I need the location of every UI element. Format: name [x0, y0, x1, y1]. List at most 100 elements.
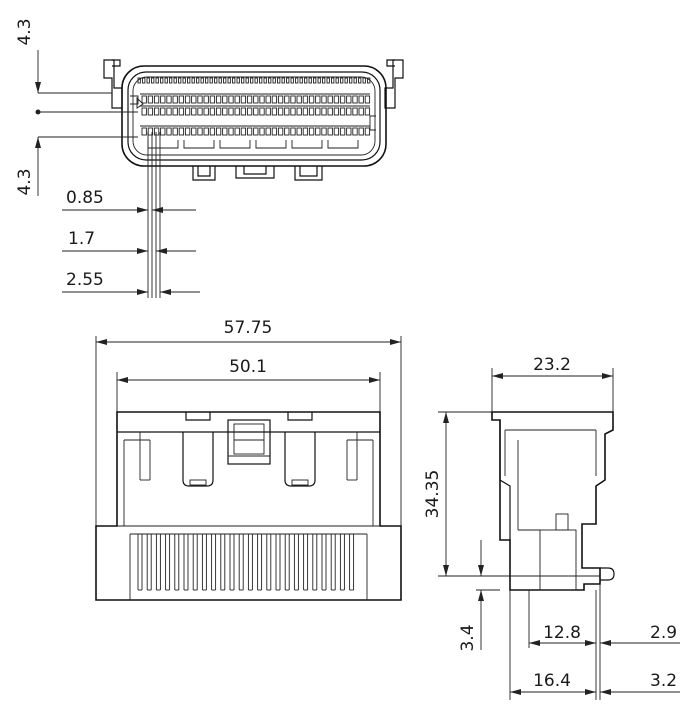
pin-cavity	[203, 95, 209, 104]
tooth	[299, 77, 303, 84]
pin-cavity	[259, 127, 265, 136]
pin-cavity	[333, 127, 340, 136]
pin-cavity	[315, 95, 321, 104]
pin-cavity	[222, 127, 228, 136]
pin-cavity	[234, 127, 240, 136]
pin-cavity	[246, 95, 253, 104]
front-view: 4.3 4.3 0.85 1.7 2.55	[15, 18, 404, 298]
pin-cavity	[209, 107, 216, 116]
pin-group	[219, 140, 251, 149]
pin-cavity	[346, 107, 352, 116]
tooth	[272, 77, 276, 84]
tooth	[218, 77, 222, 84]
bottom-pins	[137, 534, 355, 591]
pin-cavity	[302, 107, 309, 116]
pin-cavity	[253, 107, 259, 116]
pin-cavity	[153, 95, 160, 104]
pin-cavity	[203, 127, 209, 136]
pin-cavity	[346, 95, 352, 104]
tooth	[263, 77, 267, 84]
pin-cavity	[265, 107, 271, 116]
pin-group	[291, 140, 323, 149]
pin-cavity	[290, 127, 296, 136]
pin-cavity	[160, 107, 166, 116]
dim-offset-1-7: 1.7	[68, 229, 95, 249]
tooth	[290, 77, 294, 84]
pin-cavity	[240, 107, 247, 116]
tooth	[169, 77, 173, 84]
pin-cavity	[265, 127, 271, 136]
pin-cavity	[147, 127, 154, 136]
tooth	[353, 77, 357, 84]
pin-cavity	[302, 95, 309, 104]
tooth	[187, 77, 191, 84]
tooth	[313, 77, 317, 84]
pin-cavity	[215, 107, 222, 116]
pin-cavity	[253, 95, 259, 104]
pin-cavity	[166, 107, 172, 116]
pin-cavity	[166, 95, 172, 104]
pin-cavity	[160, 95, 166, 104]
pin-cavity	[178, 95, 185, 104]
pin-cavity	[259, 107, 265, 116]
tooth	[214, 77, 218, 84]
pin-cavity	[191, 127, 197, 136]
pin-cavity	[346, 127, 352, 136]
pin-cavity	[178, 127, 185, 136]
tooth	[236, 77, 240, 84]
top-teeth	[137, 77, 371, 84]
pin-cavity	[364, 95, 371, 104]
tooth	[209, 77, 213, 84]
pin-cavity	[172, 107, 178, 116]
pin-cavity	[191, 95, 197, 104]
dim-offset-0-85: 0.85	[66, 188, 104, 208]
pin-cavity	[178, 107, 185, 116]
side-view-left: 57.75 50.1	[95, 318, 402, 601]
pin-cavity	[271, 95, 278, 104]
tooth	[268, 77, 272, 84]
dim-3-2: 3.2	[650, 671, 677, 691]
pin-cavity	[172, 127, 178, 136]
pin-cavity	[265, 95, 271, 104]
tooth	[137, 77, 141, 84]
pin-cavity	[184, 127, 191, 136]
pin-cavity	[358, 95, 364, 104]
tooth	[317, 77, 321, 84]
dim-2-9: 2.9	[650, 623, 677, 643]
tooth	[304, 77, 308, 84]
tooth	[200, 77, 204, 84]
pin-cavity	[215, 95, 222, 104]
pin-cavity	[240, 95, 247, 104]
tooth	[227, 77, 231, 84]
tooth	[277, 77, 281, 84]
tooth	[155, 77, 159, 84]
pin-cavity	[166, 127, 172, 136]
pin-cavity	[234, 95, 240, 104]
dim-standoff: 3.4	[458, 624, 478, 651]
pin-cavity	[215, 127, 222, 136]
tooth	[182, 77, 186, 84]
tooth	[367, 77, 371, 84]
tooth	[245, 77, 249, 84]
pin-cavity	[234, 107, 240, 116]
tooth	[205, 77, 209, 84]
pin-cavity	[240, 127, 247, 136]
pin-cavity	[153, 127, 160, 136]
pin-cavity	[321, 95, 327, 104]
pin-cavity	[271, 127, 278, 136]
dim-inner-width: 50.1	[229, 357, 267, 377]
pin-cavity	[339, 95, 346, 104]
pin-group	[183, 140, 215, 149]
pin-cavity	[222, 107, 228, 116]
pin-cavity	[228, 127, 234, 136]
pin-cavity	[277, 127, 284, 136]
tooth	[173, 77, 177, 84]
pin-cavity	[333, 95, 340, 104]
pin-cavity	[290, 107, 296, 116]
pin-cavity	[296, 127, 302, 136]
dim-overall-width: 57.75	[224, 318, 273, 338]
pin-cavity	[197, 127, 203, 136]
pin-cavity	[222, 95, 228, 104]
pin-cavity	[364, 127, 371, 136]
